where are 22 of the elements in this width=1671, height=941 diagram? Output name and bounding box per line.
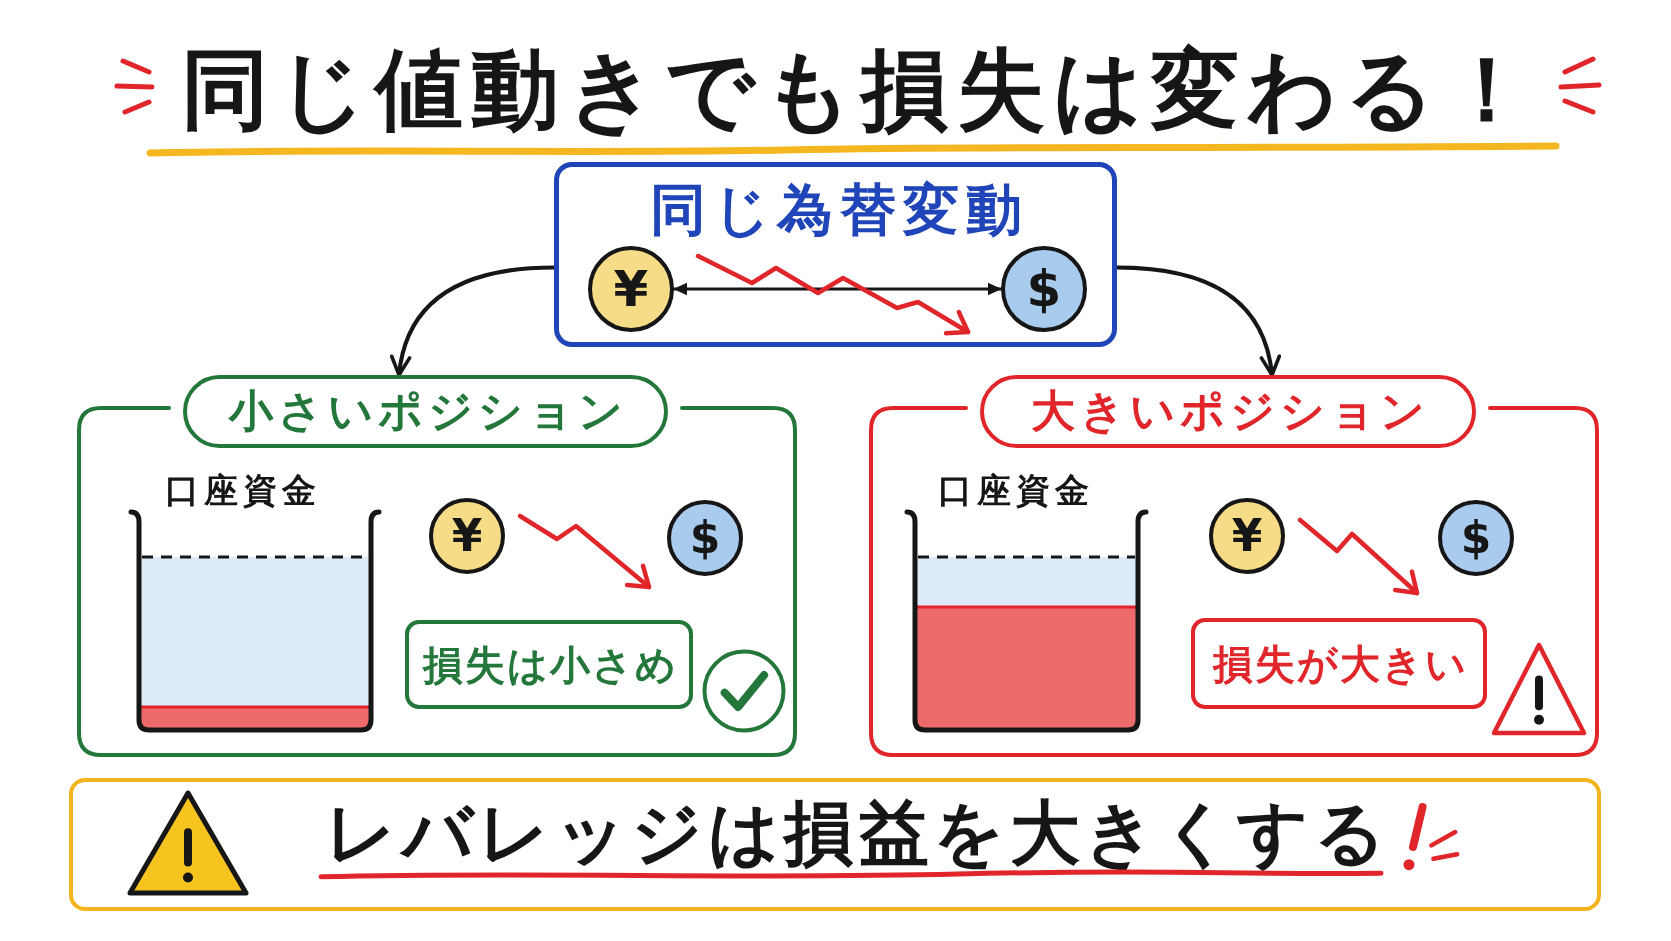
panel-heading: 大きいポジション [980,375,1476,448]
banner-text: レバレッジは損益を大きくする [325,795,1390,872]
yen-coin: ¥ [1209,498,1285,574]
curved-arrow [391,265,556,377]
result-box: 損失が大きい [1191,618,1487,709]
rate-change-box [554,162,1117,347]
double-arrow [672,282,1003,296]
position-panel [869,375,1599,757]
dollar-coin: $ [1001,246,1087,332]
yen-coin: ¥ [588,246,674,332]
box-heading: 同じ為替変動 [648,179,1029,241]
title: 同じ値動きでも損失は変わる！ [181,42,1539,139]
result-box: 損失は小さめ [405,620,693,709]
panel-heading: 小さいポジション [183,375,668,448]
tank-label: 口座資金 [938,472,1094,510]
dollar-coin: $ [1438,500,1514,576]
yen-coin: ¥ [429,498,505,574]
dollar-coin: $ [667,500,743,576]
message-banner [69,778,1601,911]
position-panel [77,375,797,757]
tank-label: 口座資金 [165,472,321,510]
curved-arrow [1115,265,1280,377]
